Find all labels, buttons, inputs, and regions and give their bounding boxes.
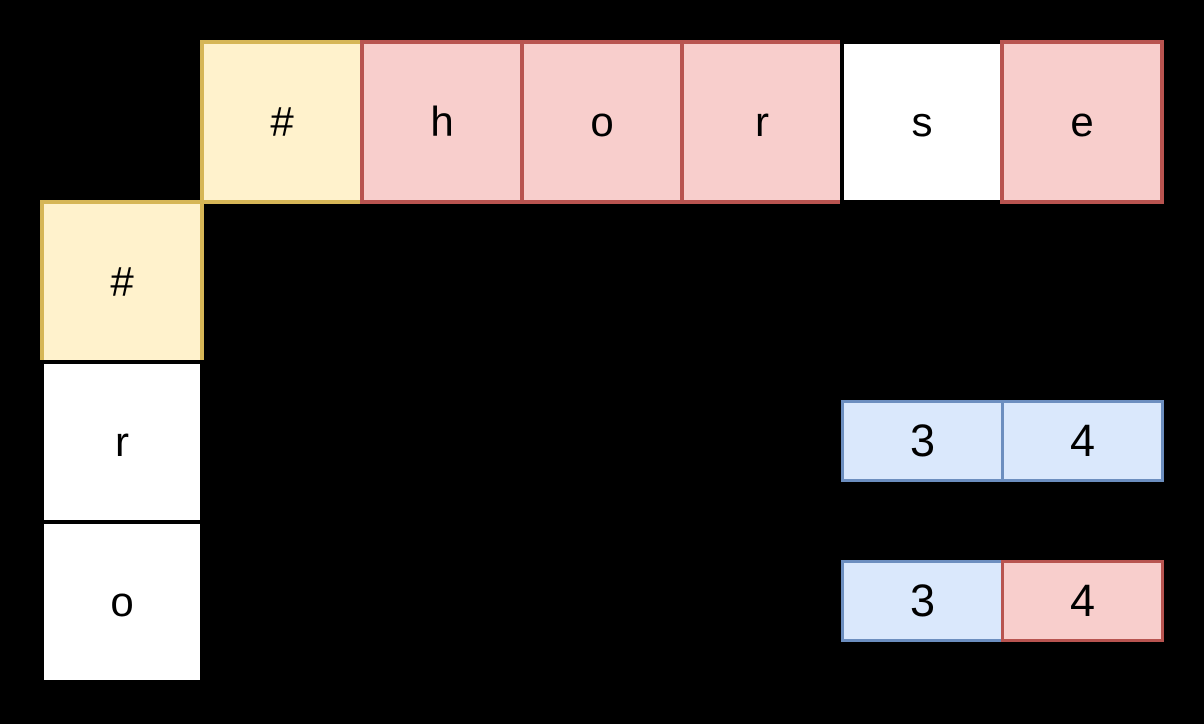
row-o-value-cell-2: 4 (1001, 560, 1164, 642)
left-cell-o: o (40, 520, 204, 684)
top-cell-hash: # (200, 40, 364, 204)
top-cell-h: h (360, 40, 524, 204)
top-cell-r: r (680, 40, 844, 204)
top-cell-s: s (840, 40, 1004, 204)
left-cell-hash: # (40, 200, 204, 364)
values-table-row-o: 3 4 (841, 560, 1164, 642)
top-word-row: # h o r s e (200, 40, 1164, 204)
top-cell-e: e (1000, 40, 1164, 204)
left-cell-r: r (40, 360, 204, 524)
values-table-row-r: 3 4 (841, 400, 1164, 482)
top-cell-o: o (520, 40, 684, 204)
row-r-value-cell-2: 4 (1001, 400, 1164, 482)
left-word-column: # r o (40, 200, 204, 684)
row-o-value-cell-1: 3 (841, 560, 1004, 642)
row-r-value-cell-1: 3 (841, 400, 1004, 482)
